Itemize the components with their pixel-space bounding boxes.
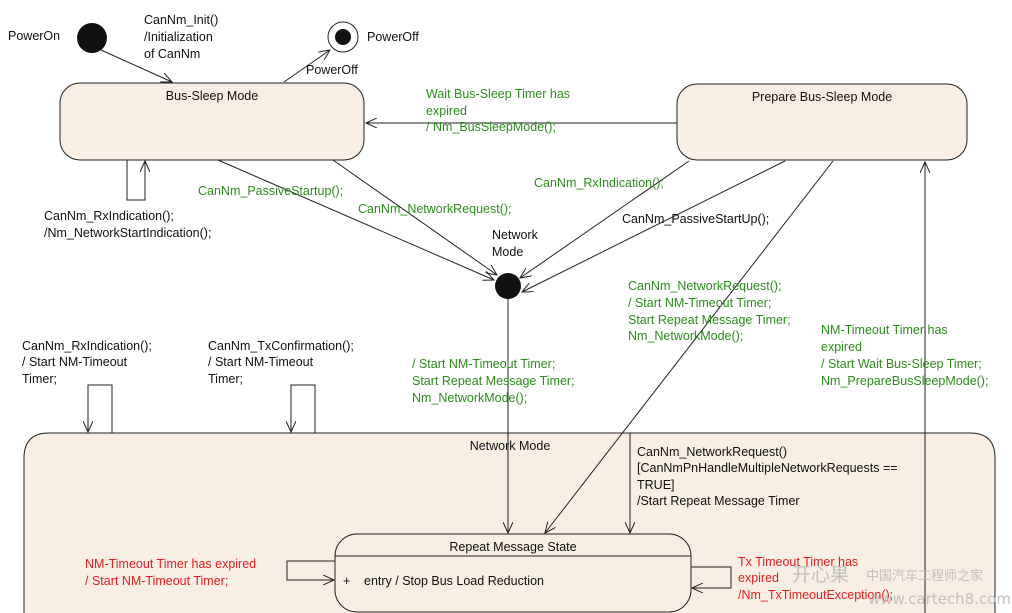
edge-prepare-passive-startup xyxy=(522,160,786,292)
wait-bus-sleep-timer-label: Wait Bus-Sleep Timer has expired / Nm_Bu… xyxy=(426,87,570,134)
rx-self-label-line: / Start NM-Timeout xyxy=(22,355,128,369)
nm-timeout-prepare-label-line: Nm_PrepareBusSleepMode(); xyxy=(821,374,988,388)
timeout-right-label: Tx Timeout Timer has expired /Nm_TxTimeo… xyxy=(738,555,893,602)
network-mode-point-label-1: Network xyxy=(492,228,539,242)
edge-tx-self-loop xyxy=(291,384,316,433)
edge-bus-sleep-to-power-off xyxy=(283,50,330,83)
tx-self-label-line: CanNm_TxConfirmation(); xyxy=(208,339,354,353)
edge-bus-sleep-self-loop xyxy=(126,160,145,201)
network-request-label: CanNm_NetworkRequest(); xyxy=(358,202,512,216)
multiple-request-label-line: CanNm_NetworkRequest() xyxy=(637,445,787,459)
multiple-request-label-line: TRUE] xyxy=(637,478,675,492)
bus-sleep-mode-title: Bus-Sleep Mode xyxy=(166,89,258,103)
watermark-site-url: www.cartech8.com xyxy=(868,590,1011,608)
power-off-transition-label: PowerOff xyxy=(306,63,358,77)
bus-sleep-mode-state xyxy=(59,82,365,161)
wait-timer-label-line: / Nm_BusSleepMode(); xyxy=(426,120,556,134)
edge-power-on-to-bus-sleep xyxy=(100,49,172,82)
network-mode-title: Network Mode xyxy=(470,439,551,453)
prepare-request-label-line: Nm_NetworkMode(); xyxy=(628,329,743,343)
prepare-bus-sleep-mode-state xyxy=(676,83,968,161)
edge-timeout-left-loop xyxy=(286,560,335,580)
multiple-request-label: CanNm_NetworkRequest() [CanNmPnHandleMul… xyxy=(637,445,898,508)
power-on-initial-node xyxy=(77,23,107,53)
init-label-line: /Initialization xyxy=(144,30,213,44)
edge-bus-sleep-passive-startup xyxy=(217,159,494,280)
edge-prepare-rx-indication xyxy=(520,160,690,278)
edge-timeout-right-loop xyxy=(691,566,732,588)
tx-self-label-line: Timer; xyxy=(208,372,243,386)
prepare-request-label-line: CanNm_NetworkRequest(); xyxy=(628,279,782,293)
rx-indication-label: CanNm_RxIndication(); xyxy=(534,176,664,190)
network-mode-point-label-2: Mode xyxy=(492,245,523,259)
timeout-left-label-line: / Start NM-Timeout Timer; xyxy=(85,574,228,588)
bus-sleep-self-loop-label: CanNm_RxIndication(); /Nm_NetworkStartIn… xyxy=(44,209,211,240)
repeat-message-state xyxy=(334,533,692,613)
edge-prepare-network-request xyxy=(545,160,834,533)
rx-self-loop-label: CanNm_RxIndication(); / Start NM-Timeout… xyxy=(22,339,152,386)
tx-self-label-line: / Start NM-Timeout xyxy=(208,355,314,369)
network-entry-label: / Start NM-Timeout Timer; Start Repeat M… xyxy=(412,357,575,405)
repeat-message-title: Repeat Message State xyxy=(449,540,576,554)
network-mode-entry-point xyxy=(495,273,521,299)
network-entry-label-line: / Start NM-Timeout Timer; xyxy=(412,357,555,371)
power-off-label: PowerOff xyxy=(367,30,419,44)
edge-bus-sleep-network-request xyxy=(332,159,497,275)
watermark: 开心果 中国汽车工程师之家 www.cartech8.com xyxy=(792,564,1011,608)
tx-self-loop-label: CanNm_TxConfirmation(); / Start NM-Timeo… xyxy=(208,339,354,386)
watermark-site-cn: 中国汽车工程师之家 xyxy=(866,568,983,584)
init-label-line: of CanNm xyxy=(144,47,200,61)
nm-timeout-prepare-label-line: / Start Wait Bus-Sleep Timer; xyxy=(821,357,982,371)
prepare-request-label-line: / Start NM-Timeout Timer; xyxy=(628,296,771,310)
prepare-network-request-label: CanNm_NetworkRequest(); / Start NM-Timeo… xyxy=(628,279,791,343)
passive-startup-2-label: CanNm_PassiveStartUp(); xyxy=(622,212,769,226)
repeat-message-entry-plus: + xyxy=(343,574,350,588)
wait-timer-label-line: Wait Bus-Sleep Timer has xyxy=(426,87,570,101)
rx-self-label-line: CanNm_RxIndication(); xyxy=(22,339,152,353)
network-entry-label-line: Start Repeat Message Timer; xyxy=(412,374,575,388)
repeat-message-entry-action: entry / Stop Bus Load Reduction xyxy=(364,574,544,588)
bus-sleep-self-label-line: CanNm_RxIndication(); xyxy=(44,209,174,223)
prepare-bus-sleep-mode-title: Prepare Bus-Sleep Mode xyxy=(752,90,892,104)
prepare-request-label-line: Start Repeat Message Timer; xyxy=(628,313,791,327)
timeout-right-label-line: /Nm_TxTimeoutException(); xyxy=(738,588,893,602)
timeout-right-label-line: Tx Timeout Timer has xyxy=(738,555,858,569)
init-label-line: CanNm_Init() xyxy=(144,13,218,27)
init-transition-label: CanNm_Init() /Initialization of CanNm xyxy=(144,13,218,61)
wait-timer-label-line: expired xyxy=(426,104,467,118)
power-off-final-node-inner xyxy=(335,29,351,45)
network-entry-label-line: Nm_NetworkMode(); xyxy=(412,391,527,405)
watermark-brand: 开心果 xyxy=(792,564,849,586)
rx-self-label-line: Timer; xyxy=(22,372,57,386)
nm-timeout-prepare-label: NM-Timeout Timer has expired / Start Wai… xyxy=(821,323,988,388)
multiple-request-label-line: /Start Repeat Message Timer xyxy=(637,494,800,508)
edge-rx-self-loop xyxy=(88,384,113,433)
nm-timeout-prepare-label-line: expired xyxy=(821,340,862,354)
passive-startup-label: CanNm_PassiveStartup(); xyxy=(198,184,343,198)
power-on-label: PowerOn xyxy=(8,29,60,43)
multiple-request-label-line: [CanNmPnHandleMultipleNetworkRequests == xyxy=(637,461,898,475)
nm-timeout-prepare-label-line: NM-Timeout Timer has xyxy=(821,323,948,337)
timeout-left-label: NM-Timeout Timer has expired / Start NM-… xyxy=(85,557,256,588)
timeout-right-label-line: expired xyxy=(738,571,779,585)
bus-sleep-self-label-line: /Nm_NetworkStartIndication(); xyxy=(44,226,211,240)
timeout-left-label-line: NM-Timeout Timer has expired xyxy=(85,557,256,571)
